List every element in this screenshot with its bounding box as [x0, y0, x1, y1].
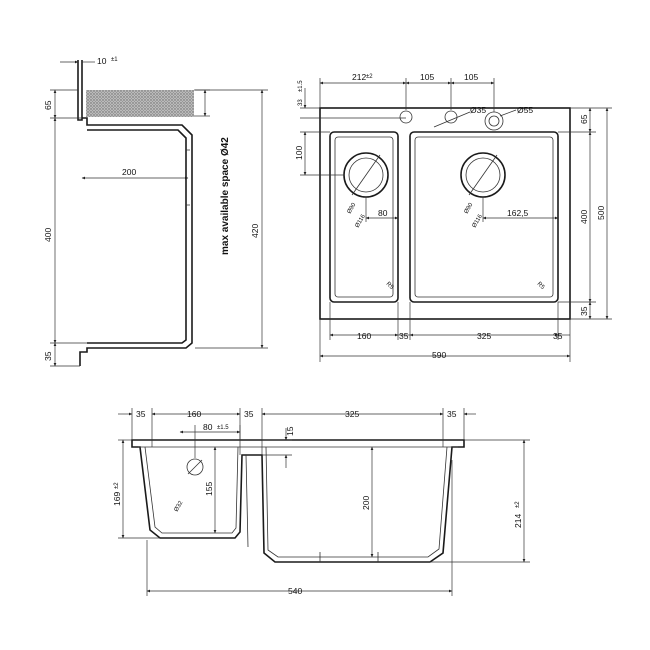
- front-dim-169-tol: ±2: [114, 482, 120, 489]
- tap-hole-2: [444, 110, 458, 124]
- front-dim-35a: 35: [136, 409, 146, 419]
- top-plan-view: 212 ±2 105 105 Ø35 Ø55 33 ±1.5 100 Ø90 Ø…: [294, 72, 612, 362]
- front-dim-15: 15: [285, 426, 295, 436]
- front-dim-35b: 35: [244, 409, 254, 419]
- side-width-label: 200: [122, 167, 136, 177]
- overflow-hole: [186, 458, 204, 476]
- dim-400-label: 400: [579, 210, 589, 224]
- large-drain-inner: [465, 157, 501, 193]
- dim-212-tol: ±2: [366, 74, 373, 80]
- dim-35-mid-label: 35: [399, 331, 409, 341]
- dim-35-end-label: 35: [553, 331, 563, 341]
- dim-33-label: 33: [298, 99, 304, 106]
- front-dim-160: 160: [187, 409, 201, 419]
- sink-front-outline: [131, 439, 465, 563]
- front-dim-214: 214: [513, 514, 523, 528]
- dim-212-label: 212: [352, 72, 366, 82]
- dim-100-label: 100: [294, 146, 304, 160]
- dim-35-right-label: 35: [579, 306, 589, 316]
- dim-325-label: 325: [477, 331, 491, 341]
- r5-right-label: R5: [536, 281, 546, 291]
- r5-left-label: R5: [385, 281, 395, 291]
- sink-outline: [319, 107, 571, 320]
- max-space-note: max available space Ø42: [220, 137, 231, 255]
- dim-65-label: 65: [579, 114, 589, 124]
- sink-rim-section: [77, 60, 83, 121]
- bowl-outer-profile: [79, 117, 193, 366]
- small-drain-inner: [348, 157, 384, 193]
- front-dim-155: 155: [204, 482, 214, 496]
- side-height-label: 420: [250, 224, 260, 238]
- side-section-view: 10 ±1 65 400 35 200 max available space …: [43, 56, 268, 367]
- tap-hole-1: [399, 110, 413, 124]
- large-bowl-outer: [409, 131, 559, 303]
- dim-500-label: 500: [596, 206, 606, 220]
- front-dim-200: 200: [361, 496, 371, 510]
- front-dim-80-tol: ±1.5: [217, 425, 229, 431]
- side-thickness-label: 10: [97, 56, 107, 66]
- hole-55-label: Ø55: [517, 105, 533, 115]
- dim-590-label: 590: [432, 350, 446, 360]
- side-bottom-label: 35: [43, 351, 53, 361]
- dim-105a-label: 105: [420, 72, 434, 82]
- drain-90-right: Ø90: [464, 202, 475, 215]
- drain-116-right: Ø116: [472, 213, 485, 229]
- dim-33-tol: ±1.5: [298, 80, 304, 92]
- sink-front-inner: [144, 446, 448, 558]
- countertop-hatch: [86, 90, 194, 117]
- dim-162-label: 162,5: [507, 208, 529, 218]
- dim-105b-label: 105: [464, 72, 478, 82]
- side-depth-label: 400: [43, 228, 53, 242]
- drain-90-left: Ø90: [347, 202, 358, 215]
- tap-hole-3: [484, 111, 504, 131]
- side-top-gap-label: 65: [43, 100, 53, 110]
- dim-32-label: Ø32: [174, 500, 185, 513]
- hole-35-label: Ø35: [470, 105, 486, 115]
- front-section-view: Ø32 35 160 35 325 35 80 ±1.5 15 169: [112, 408, 530, 596]
- drain-marks: [319, 552, 379, 562]
- large-bowl-inner: [414, 136, 554, 298]
- side-thickness-tol: ±1: [111, 57, 118, 63]
- front-dim-325: 325: [345, 409, 359, 419]
- front-dim-169: 169: [112, 492, 122, 506]
- front-dim-35c: 35: [447, 409, 457, 419]
- front-dim-214-tol: ±2: [515, 501, 521, 508]
- dim-80-label: 80: [378, 208, 388, 218]
- bowl-inner-profile: [87, 129, 187, 344]
- dim-160-label: 160: [357, 331, 371, 341]
- side-detail-ticks: [186, 149, 190, 206]
- drain-116-left: Ø116: [355, 213, 368, 229]
- front-dim-540: 540: [288, 586, 302, 596]
- front-dim-80: 80: [203, 422, 213, 432]
